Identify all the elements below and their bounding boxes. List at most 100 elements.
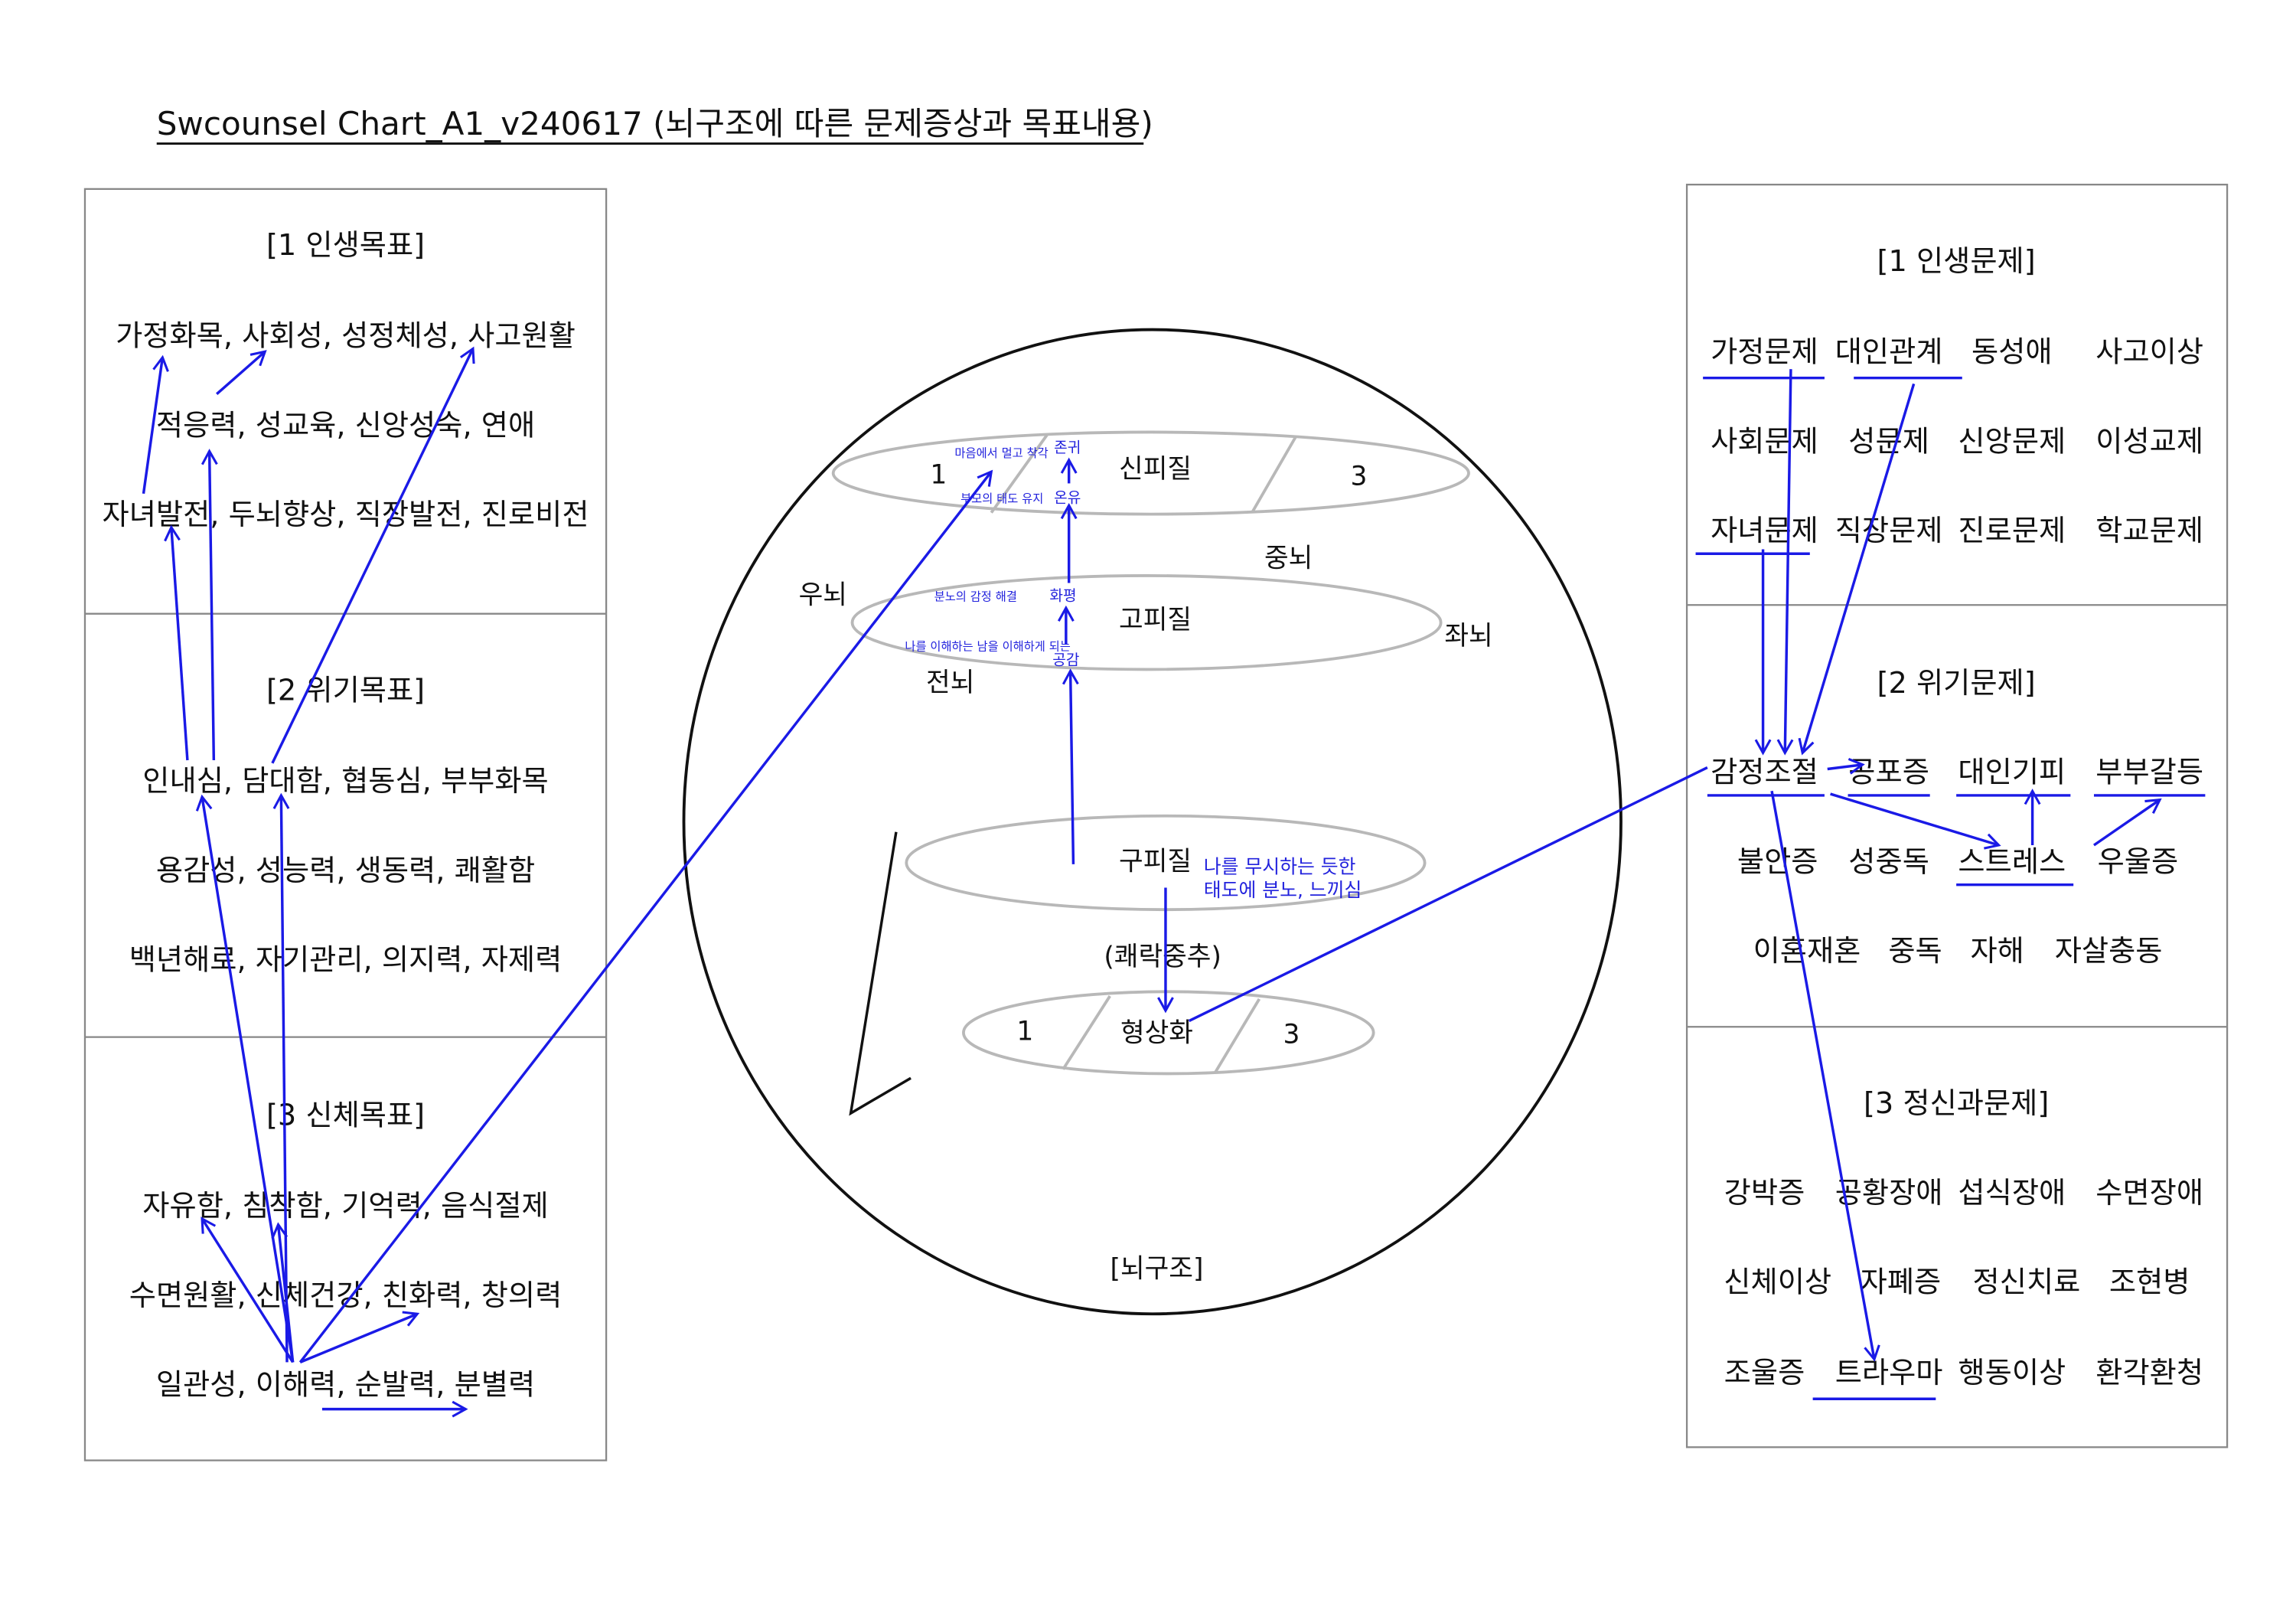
- goal-section-title: [1 인생목표]: [266, 228, 425, 263]
- brain-caption: [뇌구조]: [1110, 1253, 1204, 1284]
- connection-line: [1188, 766, 1708, 1023]
- problem-item: 조울증: [1724, 1356, 1805, 1390]
- problem-item: 수면장애: [2095, 1176, 2203, 1210]
- imagery-layer: [962, 990, 1375, 1076]
- archicortex-label: 구피질: [1119, 847, 1192, 877]
- problem-item: 중독: [1888, 934, 1942, 968]
- connection-arrows: [142, 346, 2206, 1418]
- goal-line: 가정화목, 사회성, 성정체성, 사고원활: [116, 319, 576, 354]
- annotation-neo-bottom: 부모의 태도 유지: [960, 491, 1043, 505]
- annotation-comfort: 공감: [1052, 651, 1079, 669]
- problem-item: 직장문제: [1835, 514, 1943, 548]
- problem-item: 학교문제: [2095, 514, 2203, 548]
- connection-arrow: [272, 792, 290, 1363]
- paleocortex-label: 고피질: [1119, 605, 1192, 635]
- problem-item: 자녀문제: [1711, 514, 1818, 548]
- annotation-honor: 존귀: [1054, 439, 1081, 456]
- problem-item: 진로문제: [1958, 514, 2066, 548]
- problem-item: 자폐증: [1861, 1265, 1942, 1300]
- problem-item: 가정문제: [1711, 335, 1818, 370]
- annotation-neo-top: 마음에서 멀고 착각: [954, 446, 1048, 460]
- midbrain-label: 중뇌: [1264, 543, 1313, 573]
- right-brain-label: 우뇌: [799, 580, 847, 610]
- problem-item: 스트레스: [1958, 844, 2066, 879]
- divider: [1062, 995, 1111, 1070]
- imagery-right-number: 3: [1283, 1019, 1300, 1050]
- imagery-label: 형상화: [1120, 1017, 1193, 1048]
- annotation-paleo-top: 분노의 감정 해결: [934, 589, 1017, 603]
- goal-section-title: [2 위기목표]: [266, 674, 425, 708]
- connection-arrow: [299, 1311, 420, 1363]
- annotation-paleo-bottom: 나를 이해하는 남을 이해하게 되는: [905, 640, 1070, 654]
- goal-line: 적응력, 성교육, 신앙성숙, 연애: [156, 408, 535, 442]
- problem-item: 사고이상: [2095, 335, 2203, 370]
- annotation-archi-2: 태도에 분노, 느끼심: [1204, 879, 1362, 901]
- imagery-left-number: 1: [1016, 1016, 1033, 1047]
- problem-item: 강박증: [1724, 1176, 1805, 1210]
- connection-arrow: [1798, 383, 1916, 756]
- problem-item: 신앙문제: [1958, 424, 2066, 459]
- connection-arrow: [2092, 798, 2162, 847]
- problem-item: 사회문제: [1711, 424, 1818, 459]
- neocortex-layer: [831, 430, 1470, 516]
- connection-arrow: [271, 1222, 295, 1363]
- goal-line: 용감성, 성능력, 생동력, 쾌활함: [156, 854, 535, 888]
- divider: [1214, 998, 1261, 1073]
- problem-section-title: [3 정신과문제]: [1864, 1086, 2049, 1121]
- connection-arrow: [1062, 668, 1079, 864]
- problem-item: 대인기피: [1958, 756, 2066, 790]
- neocortex-left-number: 1: [930, 459, 947, 490]
- goal-line: 자유함, 침착함, 기억력, 음식절제: [142, 1189, 548, 1223]
- connection-arrow: [1776, 369, 1794, 756]
- connection-arrow: [142, 354, 169, 495]
- page-title: Swcounsel Chart_A1_v240617 (뇌구조에 따른 문제증상…: [157, 105, 1153, 142]
- problem-item: 조현병: [2109, 1265, 2190, 1300]
- annotation-gentle: 온유: [1054, 488, 1081, 506]
- neocortex-right-number: 3: [1351, 461, 1368, 491]
- problem-item: 신체이상: [1724, 1265, 1831, 1300]
- problem-item: 행동이상: [1958, 1356, 2066, 1390]
- goal-line: 인내심, 담대함, 협동심, 부부화목: [142, 764, 548, 798]
- connection-arrow: [1770, 790, 1880, 1362]
- goal-line: 일관성, 이해력, 순발력, 분별력: [156, 1367, 535, 1402]
- problem-item: 자해: [1970, 934, 2024, 968]
- goal-section-title: [3 신체목표]: [266, 1098, 425, 1132]
- neocortex-label: 신피질: [1119, 454, 1192, 485]
- problem-section-title: [2 위기문제]: [1877, 666, 2036, 700]
- connection-arrow: [271, 346, 475, 764]
- problem-item: 섭식장애: [1958, 1176, 2066, 1210]
- problem-item: 정신치료: [1973, 1265, 2081, 1300]
- angle-mark: [849, 831, 912, 1116]
- problem-item: 동성애: [1971, 335, 2053, 370]
- connection-arrow: [195, 794, 295, 1363]
- forebrain-label: 전뇌: [926, 668, 974, 698]
- goal-line: 자녀발전, 두뇌향상, 직장발전, 진로비전: [103, 498, 589, 532]
- brain-diagram: 1 신피질 3 중뇌 우뇌 고피질 좌뇌 전뇌 구피질 (쾌락중추) 1 형상화…: [682, 328, 1623, 1316]
- problem-item: 감정조절: [1711, 756, 1818, 790]
- connection-arrow: [216, 350, 267, 396]
- connection-arrow: [298, 469, 993, 1363]
- connection-arrow: [1827, 757, 1865, 775]
- problem-item: 공포증: [1848, 756, 1929, 790]
- goal-line: 백년해로, 자기관리, 의지력, 자제력: [129, 943, 563, 978]
- connection-arrow: [1830, 792, 2001, 850]
- problem-section-title: [1 인생문제]: [1877, 244, 2036, 279]
- pleasure-center-label: (쾌락중추): [1104, 942, 1221, 972]
- problem-item: 부부갈등: [2095, 756, 2203, 790]
- problem-item: 성문제: [1848, 424, 1929, 459]
- problem-item: 이혼재혼: [1753, 934, 1861, 968]
- divider: [1251, 436, 1297, 514]
- brain-outline: [682, 328, 1623, 1316]
- left-brain-label: 좌뇌: [1444, 621, 1492, 651]
- problem-item: 트라우마: [1835, 1356, 1943, 1390]
- problem-item: 공황장애: [1835, 1176, 1943, 1210]
- divider: [990, 434, 1049, 514]
- problem-item: 자살충동: [2055, 934, 2163, 968]
- problem-item: 환각환청: [2095, 1356, 2203, 1390]
- annotation-peace: 화평: [1049, 586, 1076, 604]
- problem-item: 성중독: [1848, 844, 1929, 879]
- problem-item: 우울증: [2098, 844, 2179, 879]
